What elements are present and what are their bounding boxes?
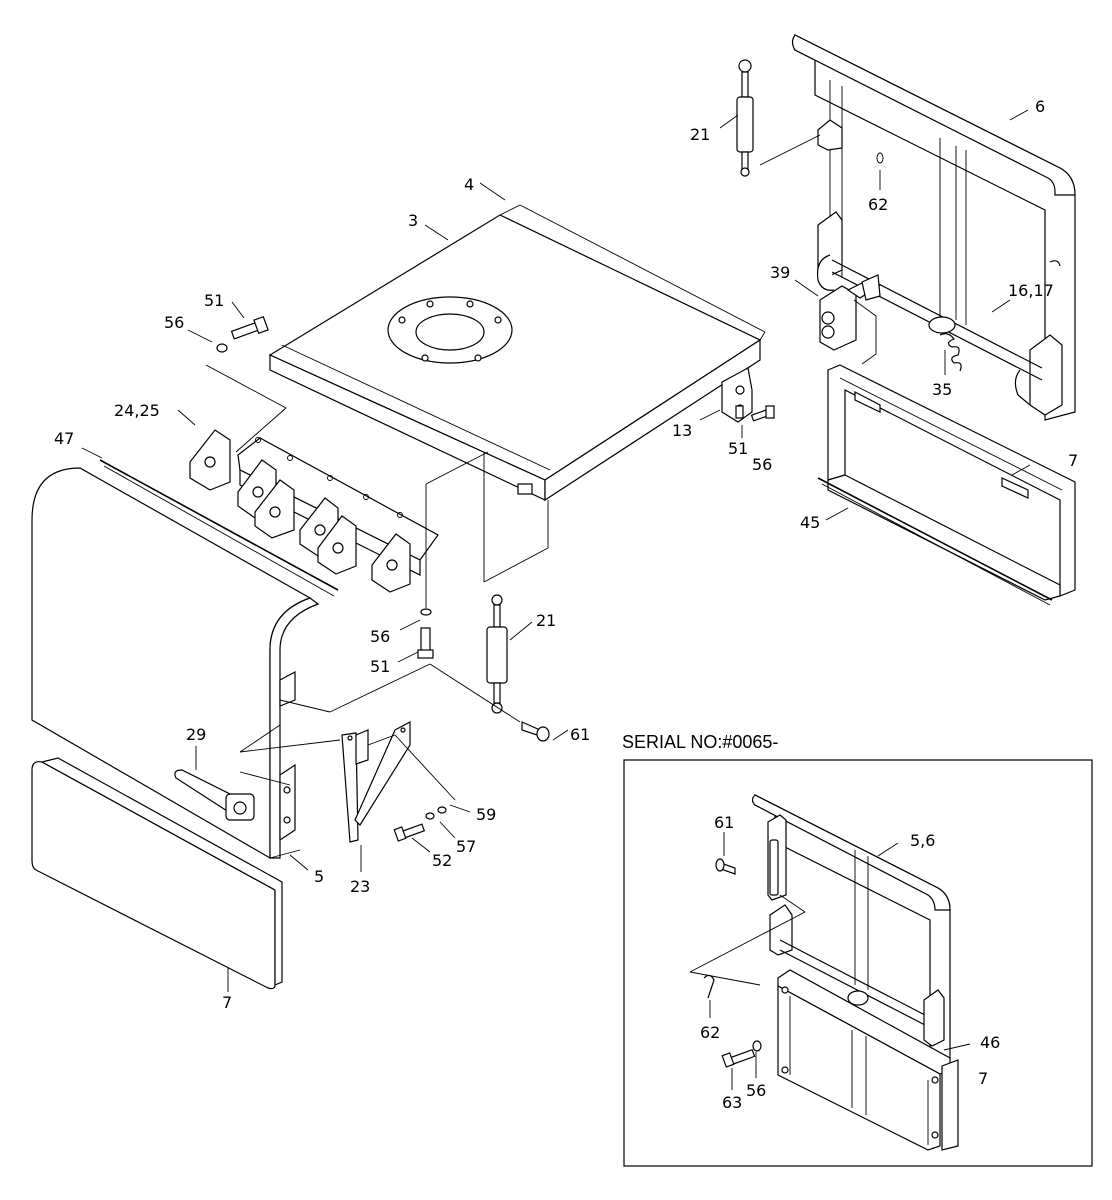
inset-callout-5-6: 5,6: [910, 831, 935, 850]
seat-mounting-plate: [268, 204, 766, 502]
callout-29: 29: [186, 725, 206, 744]
seat-cushion: [31, 757, 283, 990]
callout-59: 59: [476, 805, 496, 824]
callout-47: 47: [54, 429, 74, 448]
callout-35: 35: [932, 380, 952, 399]
callout-21-center: 21: [536, 611, 556, 630]
callout-24-25: 24,25: [114, 401, 160, 420]
callout-52: 52: [432, 851, 452, 870]
inset-callout-46: 46: [980, 1033, 1000, 1052]
callout-23: 23: [350, 877, 370, 896]
callout-56-right: 56: [752, 455, 772, 474]
callout-4: 4: [464, 175, 474, 194]
inset-callout-63: 63: [722, 1093, 742, 1112]
inset-callout-56: 56: [746, 1081, 766, 1100]
callout-5: 5: [314, 867, 324, 886]
seat-cover-panel: [31, 459, 339, 860]
callout-56-upper: 56: [164, 313, 184, 332]
callout-7-left: 7: [222, 993, 232, 1012]
support-bracket: [341, 721, 411, 843]
leader-lines: [81, 109, 1031, 992]
callout-3: 3: [408, 211, 418, 230]
inset-callout-62: 62: [700, 1023, 720, 1042]
gas-spring-center: [486, 594, 508, 714]
serial-inset-box: [623, 759, 1093, 1167]
callout-45: 45: [800, 513, 820, 532]
callout-51-right: 51: [728, 439, 748, 458]
callout-57: 57: [456, 837, 476, 856]
callout-56-center: 56: [370, 627, 390, 646]
callout-7-right: 7: [1068, 451, 1078, 470]
release-lever: [174, 769, 255, 821]
seat-back-frame: [791, 34, 1076, 421]
callout-51-center: 51: [370, 657, 390, 676]
gas-spring-top: [736, 59, 754, 177]
callout-62-top: 62: [868, 195, 888, 214]
inset-callout-7: 7: [978, 1069, 988, 1088]
hinge-bracket-assembly: [189, 429, 439, 593]
callout-16-17: 16,17: [1008, 281, 1054, 300]
lower-frame: [817, 364, 1076, 606]
callout-61: 61: [570, 725, 590, 744]
serial-heading: SERIAL NO:#0065-: [622, 732, 778, 752]
inset-callout-61: 61: [714, 813, 734, 832]
callout-21-top: 21: [690, 125, 710, 144]
callout-13: 13: [672, 421, 692, 440]
callout-39: 39: [770, 263, 790, 282]
fastener-set: [216, 315, 775, 842]
callout-6-top: 6: [1035, 97, 1045, 116]
callout-51-upper: 51: [204, 291, 224, 310]
